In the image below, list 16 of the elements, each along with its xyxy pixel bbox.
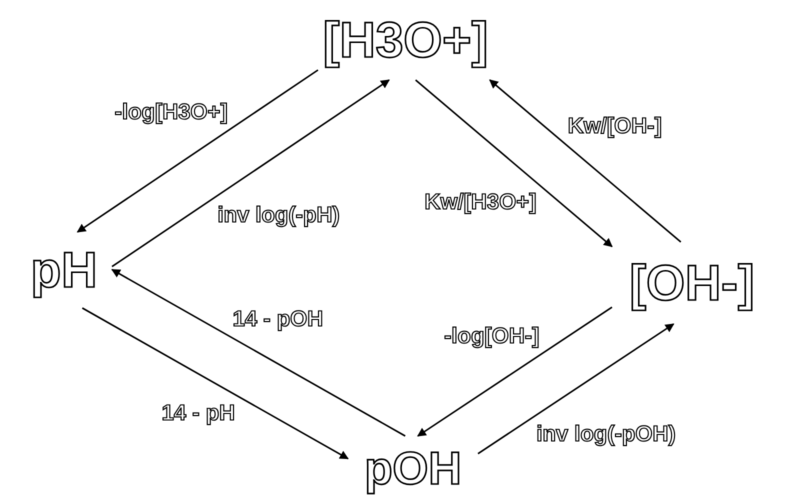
arrow bbox=[415, 79, 613, 248]
edge-label: Kw/[OH-] bbox=[568, 114, 662, 138]
arrow bbox=[76, 69, 318, 233]
arrow bbox=[478, 323, 674, 454]
edge-label: -log[H3O+] bbox=[114, 100, 228, 124]
edge-label: inv log(-pOH) bbox=[536, 422, 676, 446]
edge-label: Kw/[H3O+] bbox=[424, 190, 536, 215]
arrow bbox=[112, 79, 390, 268]
arrow bbox=[111, 268, 406, 437]
edge-label: 14 - pH bbox=[162, 401, 236, 426]
arrow bbox=[417, 306, 612, 437]
edge-label: inv log(-pH) bbox=[217, 202, 340, 227]
arrow bbox=[489, 79, 682, 243]
edge-label: 14 - pOH bbox=[232, 307, 324, 332]
edge-label: -log[OH-] bbox=[444, 324, 540, 349]
arrow bbox=[82, 307, 349, 460]
